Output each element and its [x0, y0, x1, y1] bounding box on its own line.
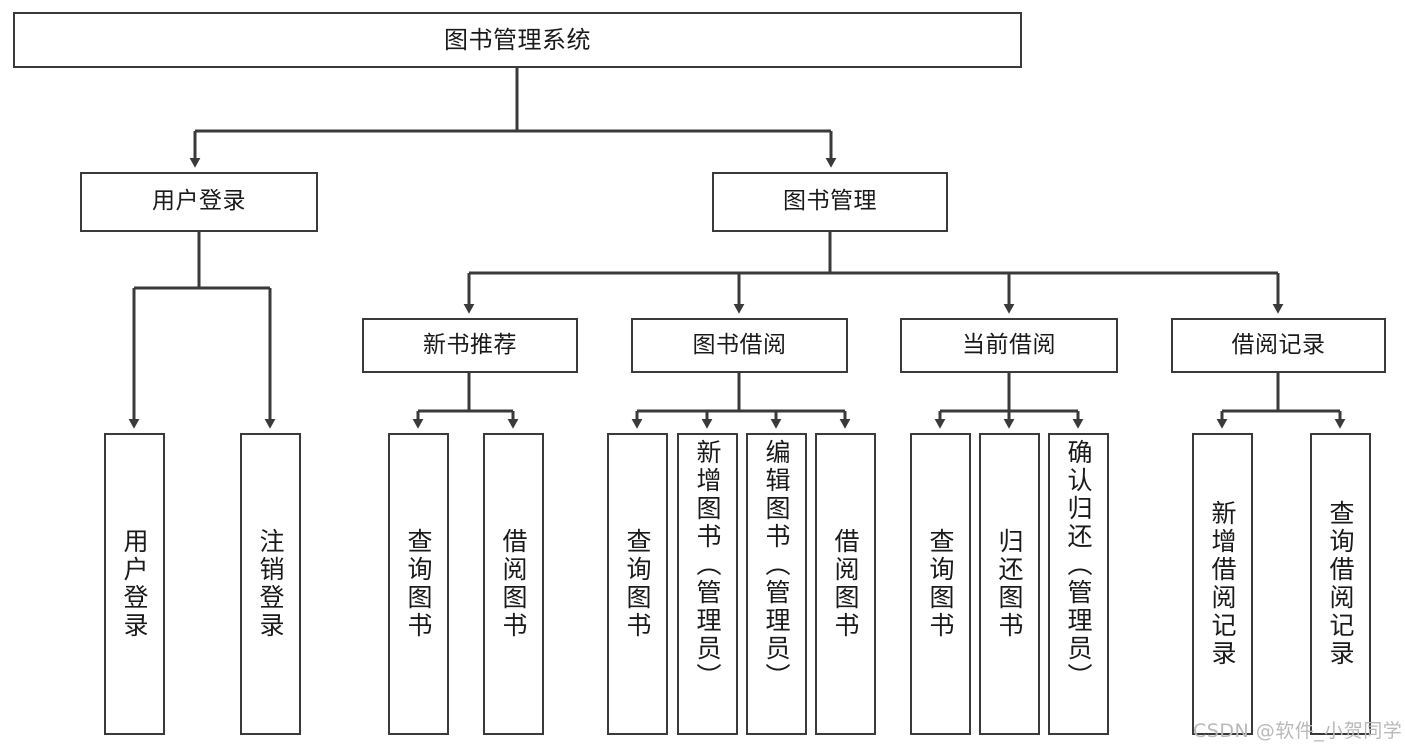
- node-label: 查询图书: [623, 528, 652, 640]
- leaf-borrow-edit-book[interactable]: 编辑图书（管理员）: [746, 433, 807, 735]
- node-label: 新书推荐: [423, 331, 517, 358]
- node-label: 注销登录: [256, 528, 285, 640]
- leaf-new-book-query[interactable]: 查询图书: [388, 433, 449, 735]
- node-user-login[interactable]: 用户登录: [80, 172, 318, 232]
- node-book-management[interactable]: 图书管理: [712, 172, 948, 232]
- node-label: 查询借阅记录: [1326, 500, 1355, 668]
- node-label: 编辑图书（管理员）: [762, 439, 791, 691]
- node-borrow-record[interactable]: 借阅记录: [1171, 318, 1386, 373]
- leaf-current-confirm-return[interactable]: 确认归还（管理员）: [1048, 433, 1109, 735]
- node-label: 借阅图书: [499, 528, 528, 640]
- node-label: 图书管理系统: [444, 25, 591, 54]
- node-label: 查询图书: [404, 528, 433, 640]
- node-book-borrow[interactable]: 图书借阅: [631, 318, 848, 373]
- node-label: 用户登录: [152, 188, 246, 215]
- leaf-borrow-borrow-book[interactable]: 借阅图书: [815, 433, 876, 735]
- node-label: 图书借阅: [692, 331, 787, 358]
- leaf-logout[interactable]: 注销登录: [240, 433, 301, 735]
- leaf-record-add[interactable]: 新增借阅记录: [1192, 433, 1253, 735]
- node-label: 当前借阅: [962, 331, 1056, 358]
- node-current-borrow[interactable]: 当前借阅: [900, 318, 1118, 373]
- node-label: 查询图书: [926, 528, 955, 640]
- leaf-current-return-book[interactable]: 归还图书: [979, 433, 1040, 735]
- leaf-user-login[interactable]: 用户登录: [104, 433, 165, 735]
- leaf-new-book-borrow[interactable]: 借阅图书: [483, 433, 544, 735]
- leaf-current-query-book[interactable]: 查询图书: [910, 433, 971, 735]
- leaf-record-query[interactable]: 查询借阅记录: [1310, 433, 1371, 735]
- node-label: 用户登录: [120, 528, 149, 640]
- leaf-borrow-query-book[interactable]: 查询图书: [607, 433, 668, 735]
- leaf-borrow-add-book[interactable]: 新增图书（管理员）: [677, 433, 738, 735]
- node-label: 新增图书（管理员）: [693, 439, 722, 691]
- watermark-text: CSDN @软件_小贺同学: [1193, 720, 1403, 742]
- node-label: 归还图书: [995, 528, 1024, 640]
- node-root-system[interactable]: 图书管理系统: [13, 12, 1022, 68]
- node-new-book-recommend[interactable]: 新书推荐: [362, 318, 578, 373]
- node-label: 借阅记录: [1231, 331, 1326, 358]
- node-label: 确认归还（管理员）: [1064, 439, 1093, 691]
- node-label: 借阅图书: [831, 528, 860, 640]
- node-label: 图书管理: [783, 188, 877, 215]
- node-label: 新增借阅记录: [1208, 500, 1237, 668]
